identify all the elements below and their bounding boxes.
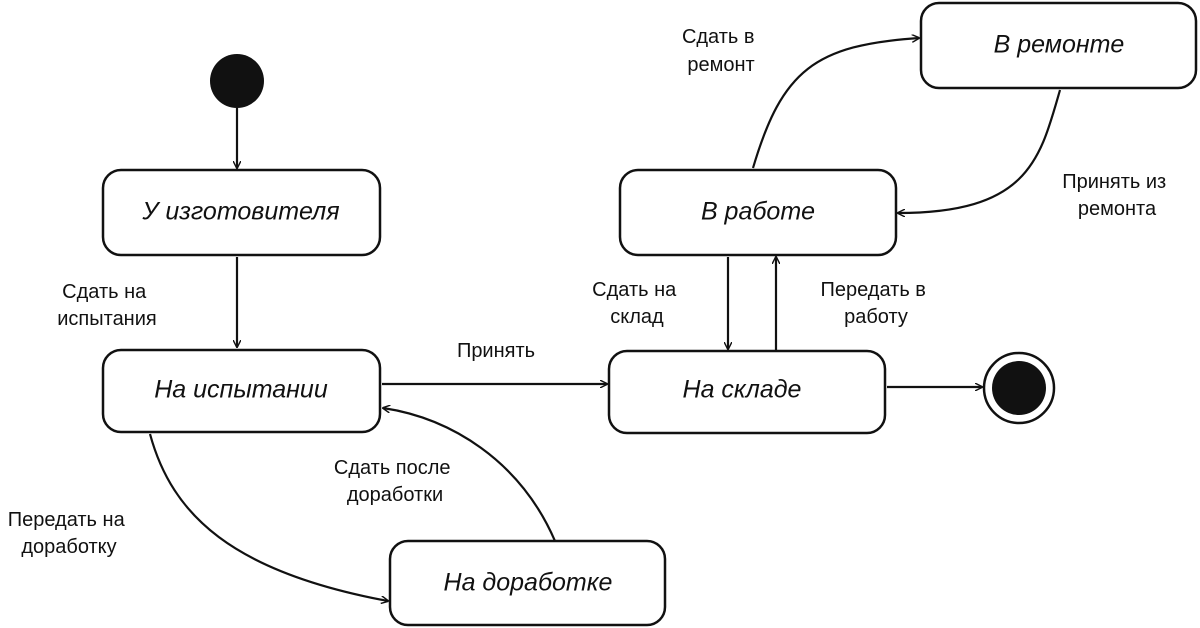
state-manufacturer-label: У изготовителя — [141, 198, 339, 226]
label-to-testing: Сдать на испытания — [57, 281, 156, 330]
label-accept: Принять — [457, 340, 535, 362]
state-in-work: В работе — [618, 168, 898, 257]
state-testing-label: На испытании — [154, 376, 328, 404]
label-to-repair: Сдать в ремонт — [682, 26, 760, 76]
edge-rework-to-testing — [383, 408, 557, 542]
state-rework-label: На доработке — [444, 569, 613, 597]
edge-repair-to-in-work — [898, 89, 1062, 213]
state-testing: На испытании — [101, 348, 382, 434]
label-from-repair: Принять из ремонта — [1062, 171, 1172, 220]
state-rework: На доработке — [388, 539, 667, 627]
label-after-rework: Сдать после доработки — [334, 457, 456, 506]
final-state — [982, 351, 1056, 425]
edge-testing-to-rework — [148, 433, 388, 601]
label-to-work: Передать в работу — [821, 279, 932, 328]
state-in-repair-label: В ремонте — [994, 31, 1125, 59]
label-to-warehouse: Сдать на склад — [592, 279, 682, 328]
state-warehouse: На складе — [607, 349, 887, 435]
label-to-rework: Передать на доработку — [8, 509, 131, 558]
edge-in-work-to-repair — [751, 38, 919, 169]
state-in-repair: В ремонте — [919, 1, 1198, 90]
initial-state — [210, 54, 264, 108]
state-in-work-label: В работе — [701, 198, 815, 226]
state-warehouse-label: На складе — [683, 376, 802, 404]
state-manufacturer: У изготовителя — [101, 168, 382, 257]
